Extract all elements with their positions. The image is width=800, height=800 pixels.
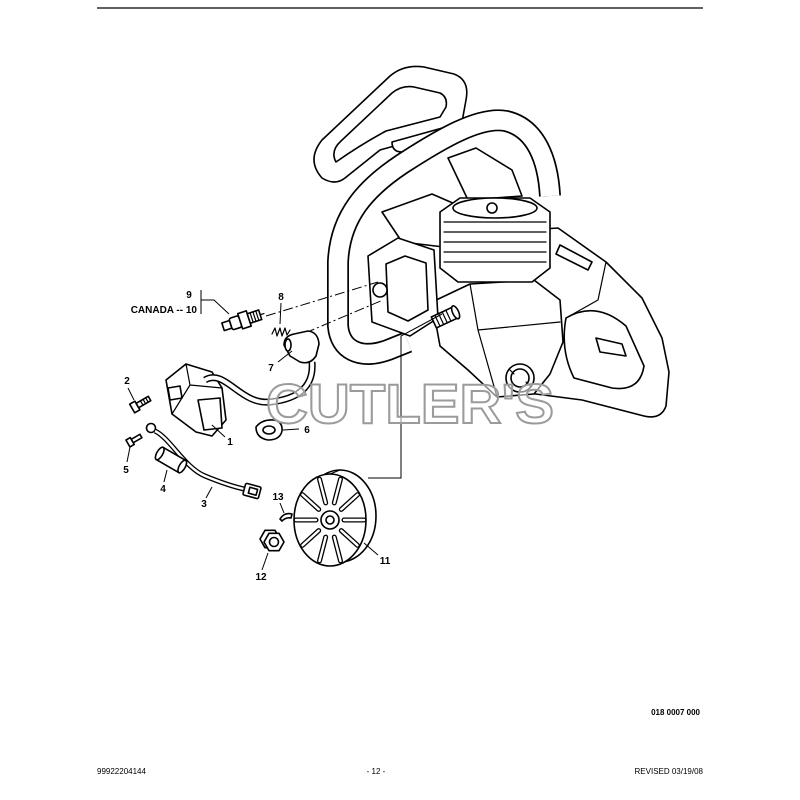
screw-2	[128, 395, 152, 414]
chainsaw-powerhead	[313, 65, 670, 418]
housing-edge-line	[565, 261, 607, 319]
fin-highlight	[318, 477, 327, 505]
threaded-knob	[505, 363, 535, 393]
front-handle-tube-inner	[328, 111, 560, 364]
leader-13	[279, 502, 285, 514]
fin-highlight	[333, 477, 342, 505]
footer-revision: REVISED 03/19/08	[635, 767, 704, 776]
knob-inner	[510, 368, 530, 388]
leader-11	[363, 542, 379, 556]
callout-13: 13	[272, 492, 284, 503]
leader-3	[205, 486, 213, 499]
spark-plug	[221, 309, 265, 332]
spark-plug-assembly-line	[265, 281, 379, 317]
handle-strut	[447, 147, 523, 201]
plug-thread-lines	[249, 310, 265, 323]
boot-body	[283, 330, 320, 364]
fin-highlight	[318, 535, 327, 563]
figure-code: 018 0007 000	[651, 708, 700, 717]
knob-threads	[509, 369, 531, 387]
leader-2	[127, 387, 135, 401]
screw-5	[125, 433, 143, 448]
flywheel-bore	[325, 515, 335, 525]
leader-4	[163, 469, 168, 483]
rear-handle-slot	[333, 85, 448, 163]
footer-page-number: - 12 -	[367, 767, 386, 776]
leader-12	[261, 552, 269, 571]
page-footer: 99922204144 - 12 - REVISED 03/19/08	[97, 767, 704, 776]
spring	[271, 327, 291, 337]
callouts: 9 CANADA -- 10 8 7 2 1 6 5 4 3 13 11 12	[123, 290, 391, 583]
screw-5-shank	[130, 433, 143, 444]
ground-wire-ring	[145, 422, 157, 434]
fin-highlight	[301, 529, 320, 547]
callout-canada-10: CANADA -- 10	[131, 305, 198, 316]
footer-doc-number: 99922204144	[97, 767, 146, 776]
watermark: CUTLER'S	[266, 372, 554, 435]
coil-edges	[171, 363, 223, 415]
callout-7: 7	[268, 363, 274, 374]
ground-wire-inner	[154, 429, 245, 491]
callout-5: 5	[123, 465, 129, 476]
callout-2: 2	[124, 376, 130, 387]
callout-4: 4	[160, 484, 166, 495]
high-tension-lead	[203, 361, 316, 406]
flywheel	[293, 469, 377, 567]
crankcase-edge	[469, 283, 561, 398]
crankshaft-collar	[450, 305, 461, 320]
screw-2-threads	[139, 397, 149, 406]
cylinder-fins	[443, 221, 547, 263]
crankshaft-threads	[434, 309, 452, 327]
callout-8: 8	[278, 292, 284, 303]
nut-bore	[268, 536, 280, 548]
coil-laminations	[197, 397, 223, 431]
front-handle-tube	[327, 109, 561, 365]
fin-highlight	[340, 493, 359, 511]
grommet	[255, 419, 283, 441]
callout-9: 9	[186, 290, 192, 301]
leader-5	[126, 446, 131, 463]
ground-wire	[145, 422, 262, 500]
ground-wire-connector	[242, 482, 262, 500]
fin-highlight	[340, 529, 359, 547]
leader-7	[277, 350, 293, 363]
sleeve-end-right	[177, 459, 188, 474]
boot-opening	[284, 338, 292, 352]
leader-1	[211, 424, 226, 438]
leader-lines	[126, 290, 379, 571]
module-mount-window	[385, 255, 429, 322]
spark-plug-boot	[283, 330, 320, 364]
sleeve	[154, 446, 188, 474]
module-mount-boss	[372, 282, 388, 298]
grommet-hole	[262, 425, 276, 435]
flywheel-nut	[259, 529, 285, 552]
fin-highlight	[333, 535, 342, 563]
callout-11: 11	[380, 556, 391, 567]
crankshaft-stub	[430, 305, 461, 329]
ignition-coil	[165, 363, 227, 437]
leader-9-10	[200, 290, 230, 315]
module-mount	[367, 237, 439, 337]
boot-assembly-line	[304, 299, 384, 334]
housing-slot	[595, 337, 627, 357]
flywheel-assembly-line	[368, 313, 443, 479]
woodruff-key	[279, 512, 293, 522]
callout-12: 12	[255, 572, 267, 583]
housing-top-slot	[555, 244, 593, 271]
leader-8	[279, 302, 282, 325]
sleeve-end-left	[154, 446, 165, 461]
spark-plug-socket	[486, 202, 498, 214]
connector-face	[247, 486, 259, 496]
callout-6: 6	[304, 425, 310, 436]
leader-6	[282, 428, 300, 431]
lead-inner	[203, 361, 315, 405]
coil-terminal	[167, 385, 183, 401]
fin-highlight	[301, 493, 320, 511]
callout-3: 3	[201, 499, 207, 510]
cylinder	[439, 197, 551, 283]
flywheel-fins	[293, 476, 367, 564]
callout-1: 1	[227, 437, 233, 448]
